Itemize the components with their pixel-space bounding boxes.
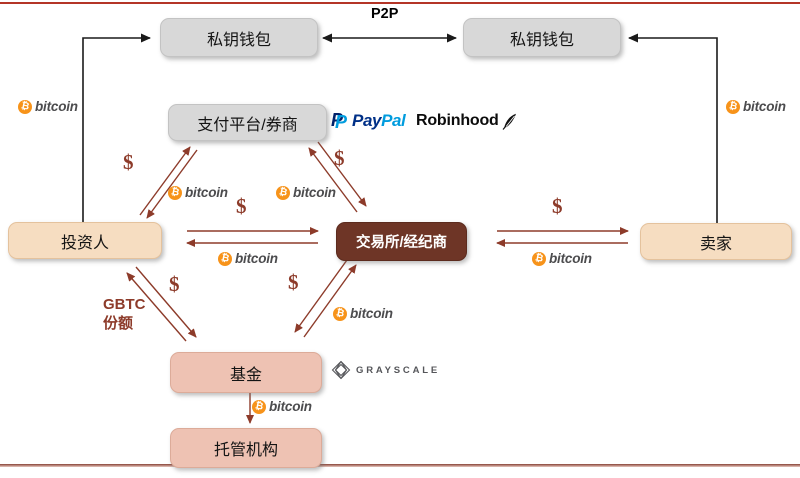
arrow-payment-to-exchange bbox=[317, 141, 367, 207]
arrow-fund-to-investor bbox=[126, 272, 187, 342]
bitcoin-badge: ₿ bitcoin bbox=[276, 185, 336, 200]
robinhood-wordmark: Robinhood bbox=[416, 112, 499, 129]
node-label: 投资人 bbox=[60, 234, 109, 252]
arrow-payment-to-investor bbox=[146, 149, 198, 219]
arrow-investor-to-fund bbox=[135, 266, 197, 338]
bitcoin-icon: ₿ bbox=[168, 185, 182, 200]
dollar-label: $ bbox=[236, 194, 247, 218]
dollar-label: $ bbox=[552, 194, 563, 218]
node-private-key-wallet-right: 私钥钱包 bbox=[463, 18, 621, 57]
gbtc-shares-label: GBTC 份额 bbox=[103, 295, 146, 333]
node-exchange-broker: 交易所/经纪商 bbox=[336, 222, 467, 261]
arrow-fund-to-exchange bbox=[303, 264, 357, 338]
top-rule-divider bbox=[0, 2, 800, 4]
bitcoin-icon: ₿ bbox=[252, 399, 266, 414]
bitcoin-icon: ₿ bbox=[276, 185, 290, 200]
bitcoin-label: bitcoin bbox=[269, 399, 312, 414]
grayscale-wordmark: GRAYSCALE bbox=[356, 364, 440, 376]
gbtc-line1: GBTC bbox=[103, 296, 146, 313]
bitcoin-icon: ₿ bbox=[726, 99, 740, 114]
dollar-label: $ bbox=[169, 272, 180, 296]
bitcoin-label: bitcoin bbox=[35, 99, 78, 114]
bitcoin-icon: ₿ bbox=[532, 251, 546, 266]
bitcoin-badge: ₿ bitcoin bbox=[333, 306, 393, 321]
paypal-logo: P P PayPal bbox=[331, 110, 406, 132]
grayscale-icon bbox=[331, 360, 351, 380]
dollar-label: $ bbox=[123, 150, 134, 174]
dollar-label: $ bbox=[288, 270, 299, 294]
bitcoin-badge: ₿ bitcoin bbox=[218, 251, 278, 266]
bitcoin-label: bitcoin bbox=[185, 185, 228, 200]
bitcoin-badge: ₿ bitcoin bbox=[726, 99, 786, 114]
p2p-label: P2P bbox=[371, 6, 399, 22]
bitcoin-badge: ₿ bitcoin bbox=[18, 99, 78, 114]
bitcoin-icon: ₿ bbox=[333, 306, 347, 321]
dollar-label: $ bbox=[334, 146, 345, 170]
arrow-exchange-to-fund bbox=[294, 259, 348, 333]
bitcoin-badge: ₿ bitcoin bbox=[532, 251, 592, 266]
bottom-rule-divider bbox=[0, 464, 800, 467]
node-investor: 投资人 bbox=[8, 222, 162, 259]
paypal-wordmark: PayPal bbox=[352, 111, 406, 130]
node-label: 卖家 bbox=[699, 235, 732, 253]
arrow-exchange-to-payment bbox=[308, 147, 358, 213]
bitcoin-badge: ₿ bitcoin bbox=[168, 185, 228, 200]
gbtc-line2: 份额 bbox=[103, 315, 134, 332]
node-seller: 卖家 bbox=[640, 223, 792, 260]
node-label: 托管机构 bbox=[213, 442, 278, 459]
bitcoin-label: bitcoin bbox=[743, 99, 786, 114]
node-label: 交易所/经纪商 bbox=[355, 235, 448, 251]
arrow-seller-to-wallet bbox=[628, 33, 718, 223]
paypal-icon: P P bbox=[331, 110, 348, 132]
bitcoin-label: bitcoin bbox=[350, 306, 393, 321]
bitcoin-icon: ₿ bbox=[18, 99, 32, 114]
bitcoin-label: bitcoin bbox=[235, 251, 278, 266]
node-label: 私钥钱包 bbox=[206, 31, 271, 49]
arrow-investor-to-wallet bbox=[82, 33, 151, 222]
node-label: 私钥钱包 bbox=[509, 31, 574, 49]
node-payment-platform: 支付平台/券商 bbox=[168, 104, 327, 141]
bitcoin-label: bitcoin bbox=[549, 251, 592, 266]
bitcoin-icon: ₿ bbox=[218, 251, 232, 266]
node-custodian: 托管机构 bbox=[170, 428, 322, 468]
node-fund: 基金 bbox=[170, 352, 322, 393]
node-label: 支付平台/券商 bbox=[197, 116, 298, 134]
node-label: 基金 bbox=[229, 366, 262, 384]
bitcoin-label: bitcoin bbox=[293, 185, 336, 200]
bitcoin-badge: ₿ bitcoin bbox=[252, 399, 312, 414]
grayscale-logo: GRAYSCALE bbox=[331, 360, 440, 380]
robinhood-feather-icon bbox=[502, 113, 516, 130]
arrow-investor-to-payment bbox=[139, 146, 191, 216]
node-private-key-wallet-left: 私钥钱包 bbox=[160, 18, 318, 57]
robinhood-logo: Robinhood bbox=[416, 112, 517, 130]
